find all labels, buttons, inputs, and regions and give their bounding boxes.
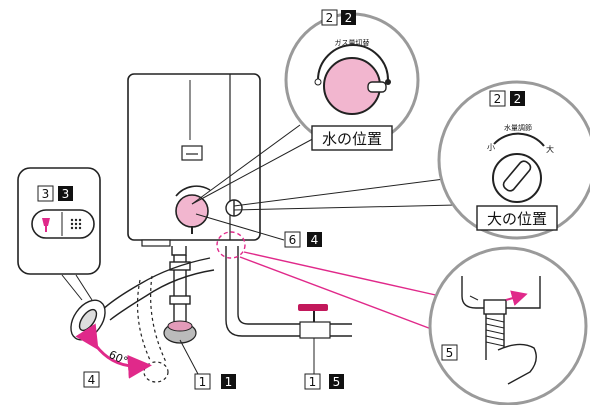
spray-icon bbox=[70, 218, 82, 230]
label-knob: 6 4 bbox=[284, 231, 322, 248]
water-dial-large: 大 bbox=[546, 144, 554, 154]
water-valve[interactable] bbox=[298, 304, 331, 339]
svg-text:6: 6 bbox=[289, 233, 297, 247]
label-shower: 3 3 bbox=[37, 185, 73, 202]
gas-dial-bubble: ガス量切替 水の位置 bbox=[284, 12, 420, 151]
svg-text:4: 4 bbox=[311, 233, 319, 247]
svg-text:3: 3 bbox=[62, 187, 70, 201]
label-water-valve: 1 5 bbox=[304, 373, 344, 390]
shower-mode-box bbox=[17, 167, 101, 275]
label-hose: 5 bbox=[441, 344, 458, 361]
swivel-arrow bbox=[75, 323, 152, 379]
label-gas-dial: 2 2 bbox=[321, 9, 356, 26]
svg-text:1: 1 bbox=[225, 375, 233, 389]
label-swivel: 4 bbox=[83, 371, 100, 388]
svg-text:5: 5 bbox=[333, 375, 341, 389]
svg-text:4: 4 bbox=[88, 373, 96, 387]
label-water-dial: 2 2 bbox=[489, 90, 525, 107]
svg-text:2: 2 bbox=[514, 92, 522, 106]
hose-detail-bubble bbox=[428, 246, 588, 405]
hose-callout bbox=[216, 231, 441, 331]
heater-unit bbox=[127, 73, 261, 247]
water-dial-small: 小 bbox=[487, 143, 495, 152]
heater-gas-dial[interactable] bbox=[175, 185, 211, 234]
svg-text:1: 1 bbox=[309, 375, 317, 389]
svg-text:2: 2 bbox=[494, 92, 502, 106]
gas-dial-caption: 水の位置 bbox=[322, 130, 382, 148]
svg-text:1: 1 bbox=[199, 375, 207, 389]
svg-text:5: 5 bbox=[446, 346, 454, 360]
svg-text:3: 3 bbox=[42, 187, 50, 201]
shower-head-icon bbox=[42, 218, 50, 232]
gas-dial-title: ガス量切替 bbox=[335, 38, 370, 47]
callout-lines bbox=[61, 124, 457, 375]
water-dial-bubble: 水量調節 小 大 大の位置 bbox=[437, 80, 590, 240]
svg-text:2: 2 bbox=[345, 11, 353, 25]
label-gas-valve: 1 1 bbox=[194, 373, 236, 390]
water-dial-title: 水量調節 bbox=[504, 123, 532, 132]
heater-water-knob[interactable] bbox=[225, 199, 243, 217]
water-dial-caption: 大の位置 bbox=[487, 210, 547, 228]
gas-valve[interactable] bbox=[163, 320, 197, 344]
svg-text:2: 2 bbox=[326, 11, 334, 25]
